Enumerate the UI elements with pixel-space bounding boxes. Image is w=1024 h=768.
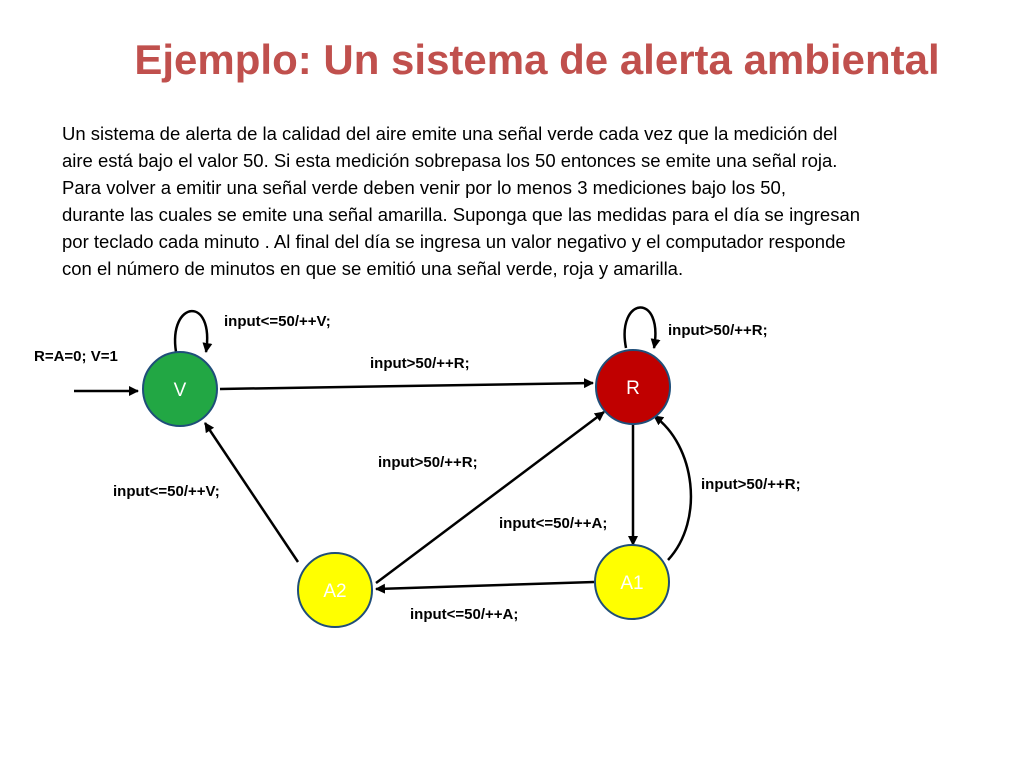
node-r: R	[595, 349, 671, 425]
node-a1: A1	[594, 544, 670, 620]
description-paragraph: Un sistema de alerta de la calidad del a…	[62, 120, 962, 282]
edge-label-a1-to-a2: input<=50/++A;	[410, 606, 518, 623]
node-a2-label: A2	[323, 581, 346, 602]
edge-label-v-to-r: input>50/++R;	[370, 355, 470, 372]
edge-label-a2-to-v: input<=50/++V;	[113, 483, 220, 500]
edge-label-r-to-a1: input<=50/++A;	[499, 515, 607, 532]
edge-a2-to-v	[203, 422, 300, 563]
edge-r-self-loop	[623, 306, 661, 349]
node-v: V	[142, 351, 218, 427]
slide-title: Ejemplo: Un sistema de alerta ambiental	[134, 36, 940, 83]
paragraph-line: Un sistema de alerta de la calidad del a…	[62, 123, 838, 144]
paragraph-line: Para volver a emitir una señal verde deb…	[62, 177, 786, 198]
edge-a1-to-a2	[375, 580, 595, 594]
paragraph-line: durante las cuales se emite una señal am…	[62, 204, 861, 225]
edge-label-a1-to-r: input>50/++R;	[701, 476, 801, 493]
edge-a1-to-r	[653, 414, 693, 561]
node-r-label: R	[626, 378, 640, 399]
edge-label-v-self: input<=50/++V;	[224, 313, 331, 330]
edge-a2-to-r	[375, 411, 605, 584]
initial-label: R=A=0; V=1	[34, 348, 118, 365]
node-a2: A2	[297, 552, 373, 628]
node-a1-label: A1	[620, 573, 643, 594]
edge-v-self-loop	[173, 309, 213, 353]
node-v-label: V	[174, 380, 187, 401]
edge-label-r-self: input>50/++R;	[668, 322, 768, 339]
paragraph-line: aire está bajo el valor 50. Si esta medi…	[62, 150, 838, 171]
edge-v-to-r	[219, 378, 594, 391]
edge-label-a2-to-r: input>50/++R;	[378, 454, 478, 471]
paragraph-line: con el número de minutos en que se emiti…	[62, 258, 684, 279]
paragraph-line: por teclado cada minuto . Al final del d…	[62, 231, 846, 252]
